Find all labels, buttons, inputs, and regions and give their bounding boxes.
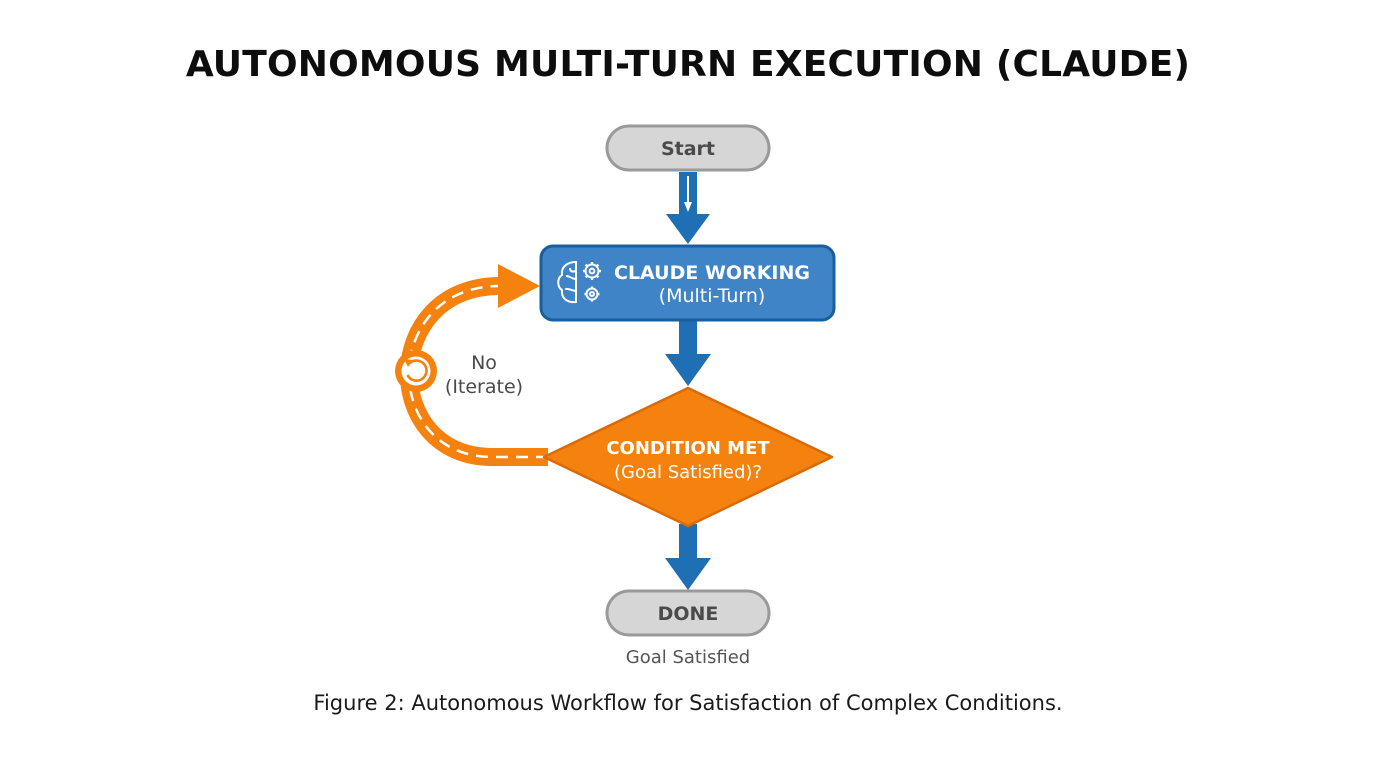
loop-label-iterate: (Iterate) (445, 376, 523, 398)
refresh-icon (395, 350, 437, 392)
start-label: Start (661, 138, 715, 160)
page-title: AUTONOMOUS MULTI-TURN EXECUTION (CLAUDE) (185, 44, 1191, 85)
arrow-start-to-working (666, 172, 710, 244)
loop-label-no: No (471, 352, 497, 374)
arrow-condition-to-done (665, 524, 711, 590)
done-note: Goal Satisfied (626, 647, 750, 668)
condition-sublabel: (Goal Satisfied)? (614, 462, 762, 483)
condition-label: CONDITION MET (606, 438, 770, 459)
condition-node: CONDITION MET (Goal Satisfied)? (542, 386, 834, 528)
claude-working-sublabel: (Multi-Turn) (659, 285, 766, 307)
arrow-working-to-condition (665, 320, 711, 386)
brain-gears-icon (557, 260, 601, 304)
done-node: DONE (605, 589, 771, 637)
claude-working-label: CLAUDE WORKING (614, 262, 810, 284)
start-node: Start (605, 124, 771, 172)
figure-caption: Figure 2: Autonomous Workflow for Satisf… (313, 691, 1063, 715)
claude-working-node: CLAUDE WORKING (Multi-Turn) (539, 244, 836, 322)
done-label: DONE (658, 603, 719, 625)
